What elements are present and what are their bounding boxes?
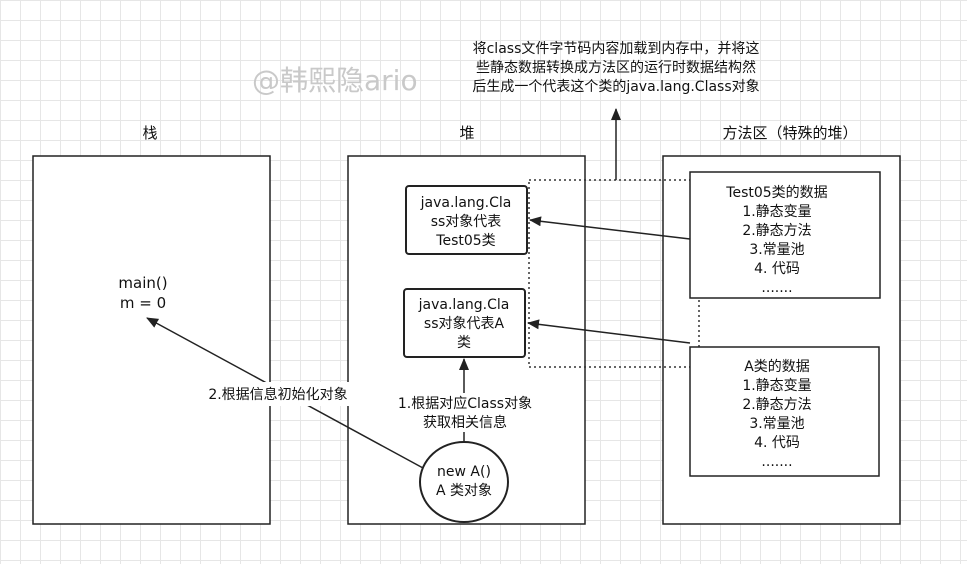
step-2-label: 2.根据信息初始化对象	[208, 386, 347, 403]
heap-class-test05-line-3: Test05类	[435, 233, 495, 249]
method-a-item-1: 1.静态变量	[742, 378, 811, 394]
heap-class-test05-line-1: java.lang.Cla	[420, 195, 512, 211]
heap-class-a-line-3: 类	[457, 335, 471, 351]
step-1-label-line-2: 获取相关信息	[423, 414, 507, 431]
method-test05-title: Test05类的数据	[725, 185, 827, 201]
watermark-text: @韩熙隐ario	[252, 64, 418, 97]
method-test05-item-3: 3.常量池	[749, 242, 804, 258]
heap-class-test05-line-2: ss对象代表	[431, 214, 502, 230]
method-test05-item-4: 4. 代码	[754, 261, 800, 277]
stack-region	[32, 155, 271, 525]
new-a-line-2: A 类对象	[436, 483, 492, 499]
method-a-item-5: .......	[761, 454, 792, 470]
class-a-arrow	[527, 319, 691, 344]
class-test05-arrow	[529, 216, 691, 240]
heap-new-a-object	[419, 441, 509, 523]
stack-frame-method: main()	[118, 274, 167, 292]
method-a-title: A类的数据	[744, 359, 810, 375]
stack-frame-variable: m = 0	[120, 294, 166, 312]
top-note-line-1: 将class文件字节码内容加载到内存中，并将这	[473, 40, 760, 57]
heap-class-a-line-1: java.lang.Cla	[418, 297, 510, 313]
method-test05-item-1: 1.静态变量	[742, 204, 811, 220]
method-test05-item-5: .......	[761, 280, 792, 296]
method-a-item-2: 2.静态方法	[742, 397, 811, 413]
dotted-loaded-region	[528, 179, 700, 368]
method-a-item-4: 4. 代码	[754, 435, 800, 451]
method-test05-item-2: 2.静态方法	[742, 223, 811, 239]
heap-title: 堆	[459, 124, 474, 142]
new-a-line-1: new A()	[437, 464, 491, 480]
method-a-item-3: 3.常量池	[749, 416, 804, 432]
heap-class-a-line-2: ss对象代表A	[424, 316, 505, 332]
step-1-label-line-1: 1.根据对应Class对象	[398, 395, 532, 412]
top-note-line-3: 后生成一个代表这个类的java.lang.Class对象	[472, 78, 759, 95]
step-2-label-bg	[195, 382, 360, 406]
heap-class-object-test05	[405, 185, 528, 255]
method-data-a	[689, 346, 880, 477]
heap-class-object-a	[403, 288, 526, 358]
top-note-line-2: 些静态数据转换成方法区的运行时数据结构然	[476, 59, 756, 76]
method-area-title: 方法区（特殊的堆）	[722, 124, 857, 142]
stack-title: 栈	[142, 124, 157, 142]
method-data-test05	[689, 171, 881, 299]
